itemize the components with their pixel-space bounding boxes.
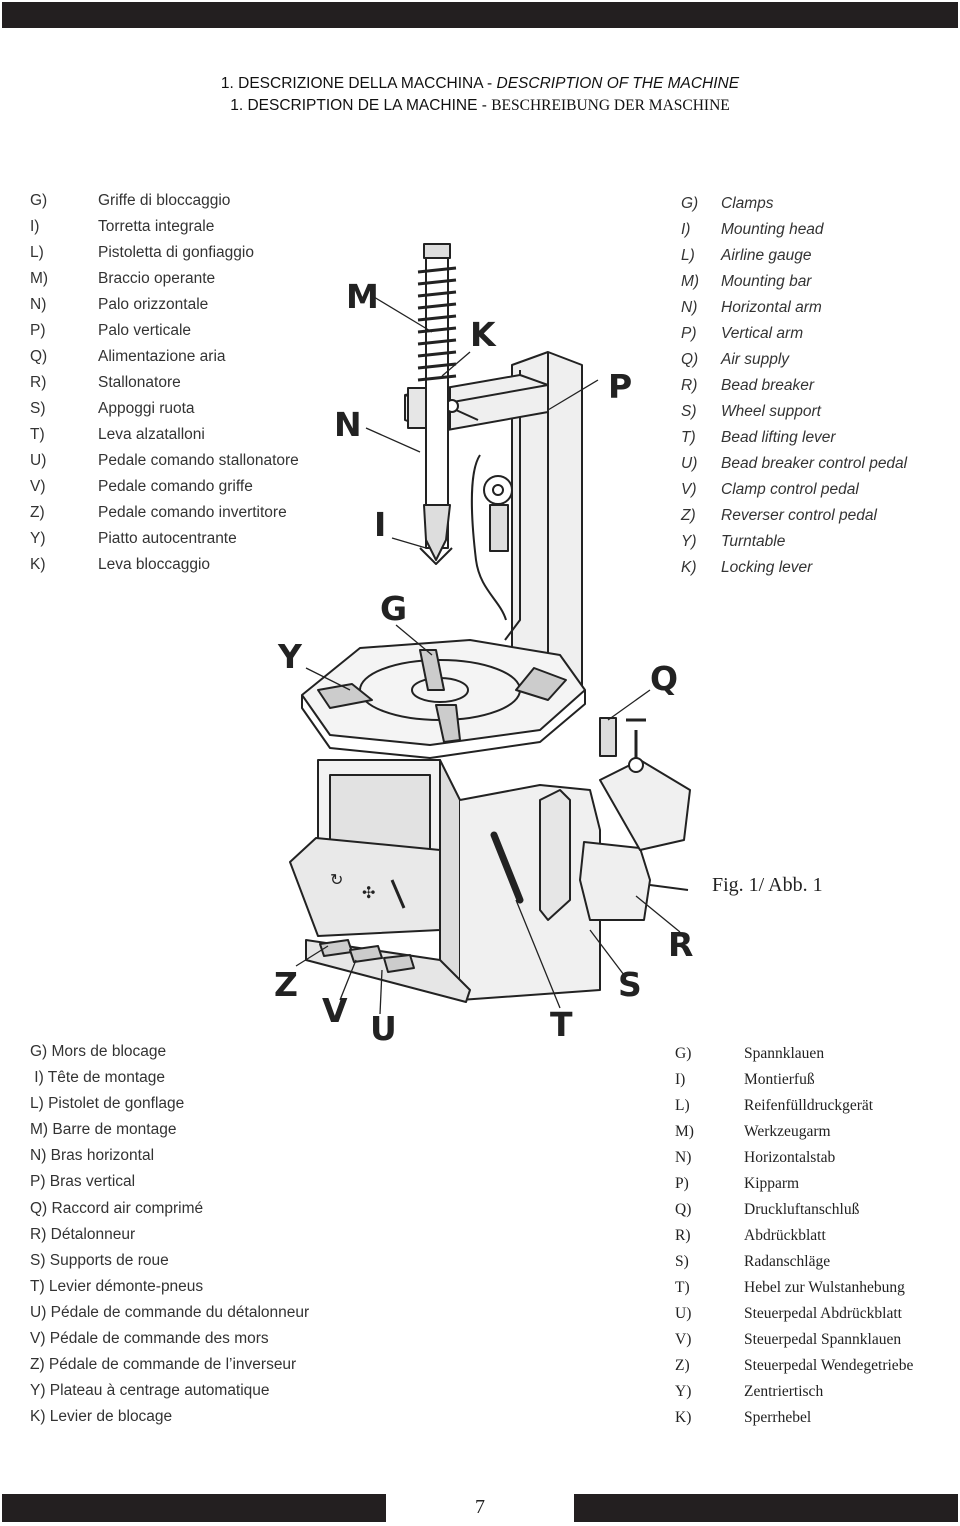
legend-item: Y) Plateau à centrage automatique (30, 1382, 270, 1400)
legend-item: T) Levier démonte-pneus (30, 1277, 204, 1295)
callout-label: K (470, 315, 496, 354)
legend-item: L) Pistolet de gonflage (30, 1095, 185, 1113)
legend-item: V) Pédale de commande des mors (30, 1330, 269, 1348)
callout-label: Z (274, 965, 298, 1004)
legend-item: P) Bras vertical (30, 1173, 136, 1191)
callout-label: I (374, 505, 387, 544)
title-italian: 1. DESCRIZIONE DELLA MACCHINA - (220, 75, 497, 92)
callout-label: T (550, 1005, 573, 1044)
legend-item: Z) Pédale de commande de l’inverseur (30, 1356, 297, 1374)
callout-label: U (370, 1009, 397, 1048)
callout-label: S (618, 965, 642, 1004)
title-german: BESCHREIBUNG DER MASCHINE (491, 97, 730, 114)
legend-item: K) Levier de blocage (30, 1408, 173, 1426)
title-english: DESCRIPTION OF THE MACHINE (496, 75, 740, 92)
page-number-box: 7 (386, 1494, 574, 1522)
legend-french: G) Mors de blocage I) Tête de montage L)… (30, 1039, 309, 1430)
top-bar (2, 2, 958, 28)
callout-label: N (334, 405, 362, 444)
callout-label: V (322, 991, 348, 1030)
svg-text:↻: ↻ (330, 872, 343, 889)
legend-item: M) Barre de montage (30, 1121, 177, 1139)
callout-label: P (608, 367, 633, 406)
legend-item: G) Mors de blocage (30, 1043, 167, 1060)
legend-item: S) Supports de roue (30, 1251, 169, 1269)
legend-item: R) Détalonneur (30, 1225, 136, 1243)
tyre-changer-drawing: ↻ ✣ (289, 243, 691, 1015)
callout-label: Q (650, 659, 679, 698)
callout-label: R (668, 925, 694, 964)
legend-item: N) Bras horizontal (30, 1147, 155, 1165)
callout-label: G (380, 589, 408, 628)
callout-label: Y (278, 637, 302, 676)
legend-item: I) Tête de montage (30, 1069, 165, 1087)
legend-item: U) Pédale de commande du détalonneur (30, 1303, 310, 1321)
legend-item: Q) Raccord air comprimé (30, 1199, 204, 1217)
title-line-1: 1. DESCRIZIONE DELLA MACCHINA - DESCRIPT… (0, 75, 960, 93)
page-number: 7 (475, 1496, 485, 1518)
title-line-2: 1. DESCRIPTION DE LA MACHINE - BESCHREIB… (0, 97, 960, 115)
svg-text:✣: ✣ (362, 885, 375, 902)
callout-label: M (346, 277, 379, 316)
figure-caption: Fig. 1/ Abb. 1 (712, 874, 823, 896)
title-french: 1. DESCRIPTION DE LA MACHINE - (230, 97, 492, 114)
